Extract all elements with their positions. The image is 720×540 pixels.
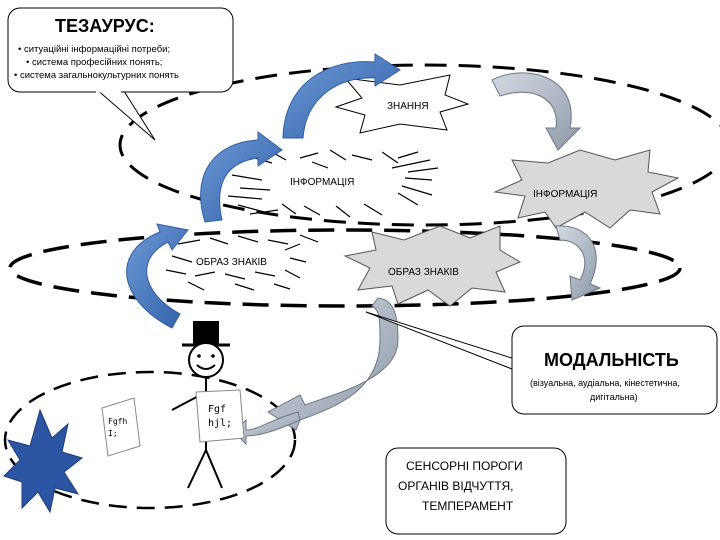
arrow-to-knowledge bbox=[282, 53, 401, 139]
arrow-from-knowledge bbox=[491, 72, 582, 151]
thresholds-line2: ОРГАНІВ ВІДЧУТТЯ, bbox=[398, 479, 513, 493]
level-ellipse-bottom bbox=[3, 370, 297, 510]
information-left-label: ІНФОРМАЦІЯ bbox=[290, 177, 354, 188]
sign-card-big-line1: Fgf bbox=[208, 404, 226, 415]
level-ellipse-middle bbox=[8, 228, 682, 308]
arrow-from-information bbox=[555, 225, 602, 301]
thresholds-box: СЕНСОРНІ ПОРОГИ ОРГАНІВ ВІДЧУТТЯ, ТЕМПЕР… bbox=[385, 447, 567, 535]
thesaurus-box: ТЕЗАУРУС: • ситуаційні інформаційні потр… bbox=[7, 7, 234, 141]
information-right-label: ІНФОРМАЦІЯ bbox=[533, 189, 597, 200]
arrow-to-stick-figure bbox=[233, 411, 301, 446]
thesaurus-item: • система загальнокультурних понять bbox=[14, 70, 179, 81]
modality-text-line1: (візуальна, аудіальна, кінестетична, bbox=[530, 378, 680, 388]
stimulus-starburst bbox=[3, 408, 84, 514]
top-hat-icon bbox=[193, 321, 219, 345]
thesaurus-item: • система професійних понять; bbox=[26, 57, 162, 68]
knowledge-star: ЗНАННЯ bbox=[334, 74, 470, 134]
sign-card-small: Fgfh I; bbox=[101, 397, 141, 457]
level-ellipse-top bbox=[118, 63, 720, 227]
head-icon bbox=[188, 342, 224, 378]
sign-card-big: Fgf hjl; bbox=[195, 389, 245, 443]
thresholds-line1: СЕНСОРНІ ПОРОГИ bbox=[406, 459, 523, 473]
sign-card-small-line2: I; bbox=[108, 429, 118, 438]
signs-left-label: ОБРАЗ ЗНАКІВ bbox=[196, 257, 267, 268]
sign-card-big-line2: hjl; bbox=[208, 418, 232, 429]
thesaurus-title: ТЕЗАУРУС: bbox=[55, 16, 155, 36]
gray-arrows bbox=[233, 72, 602, 446]
arrow-to-information bbox=[200, 131, 283, 223]
sign-card-small-line1: Fgfh bbox=[108, 417, 127, 426]
signs-right-label: ОБРАЗ ЗНАКІВ bbox=[388, 267, 459, 278]
blue-arrows bbox=[126, 53, 401, 329]
thesaurus-item: • ситуаційні інформаційні потреби; bbox=[18, 44, 170, 55]
knowledge-label: ЗНАННЯ bbox=[387, 101, 429, 112]
signs-right-star: ОБРАЗ ЗНАКІВ bbox=[343, 225, 522, 307]
thresholds-line3: ТЕМПЕРАМЕНТ bbox=[422, 499, 514, 513]
information-right-star: ІНФОРМАЦІЯ bbox=[493, 149, 680, 229]
arrow-from-signs bbox=[267, 297, 399, 431]
modality-title: МОДАЛЬНІСТЬ bbox=[544, 350, 679, 370]
signs-left-fragments bbox=[165, 234, 319, 291]
modality-box: МОДАЛЬНІСТЬ (візуальна, аудіальна, кінес… bbox=[365, 311, 718, 415]
arrow-to-signs bbox=[126, 223, 189, 329]
modality-text-line2: дигітальна) bbox=[590, 392, 638, 402]
